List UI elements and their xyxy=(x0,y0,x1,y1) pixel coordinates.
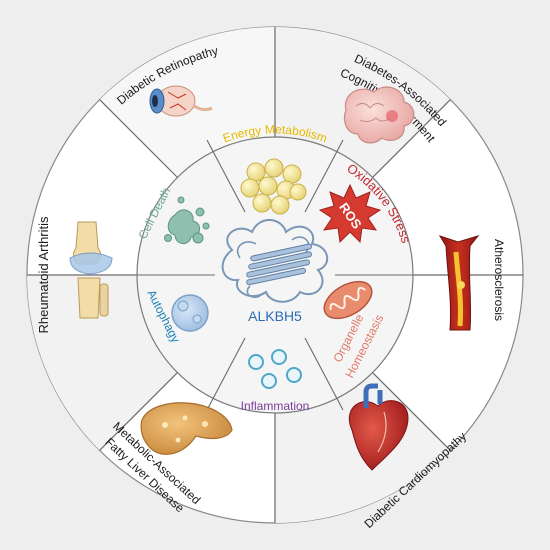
inner-dividers xyxy=(137,139,413,411)
fat-cells-icon xyxy=(240,158,307,215)
brain-icon xyxy=(343,86,415,144)
autophagy-cell-icon xyxy=(171,294,209,332)
inflammation-label: Inflammation xyxy=(241,399,310,413)
center-label: ALKBH5 xyxy=(248,308,302,324)
alkbh5-protein-icon xyxy=(221,219,328,303)
liver-icon xyxy=(140,402,233,455)
immune-cells-icon xyxy=(248,349,302,389)
heart-icon xyxy=(348,383,409,471)
rheumatoid-arthritis-label: Rheumatoid Arthritis xyxy=(36,216,51,334)
mitochondria-icon xyxy=(323,280,373,320)
apoptotic-cell-icon xyxy=(164,196,210,244)
ros-burst-icon xyxy=(318,183,382,244)
atherosclerosis-label: Atherosclerosis xyxy=(492,239,506,321)
knee-joint-icon xyxy=(69,221,113,319)
eye-icon xyxy=(149,85,213,117)
artery-icon xyxy=(438,235,480,331)
outer-dividers xyxy=(27,27,523,523)
